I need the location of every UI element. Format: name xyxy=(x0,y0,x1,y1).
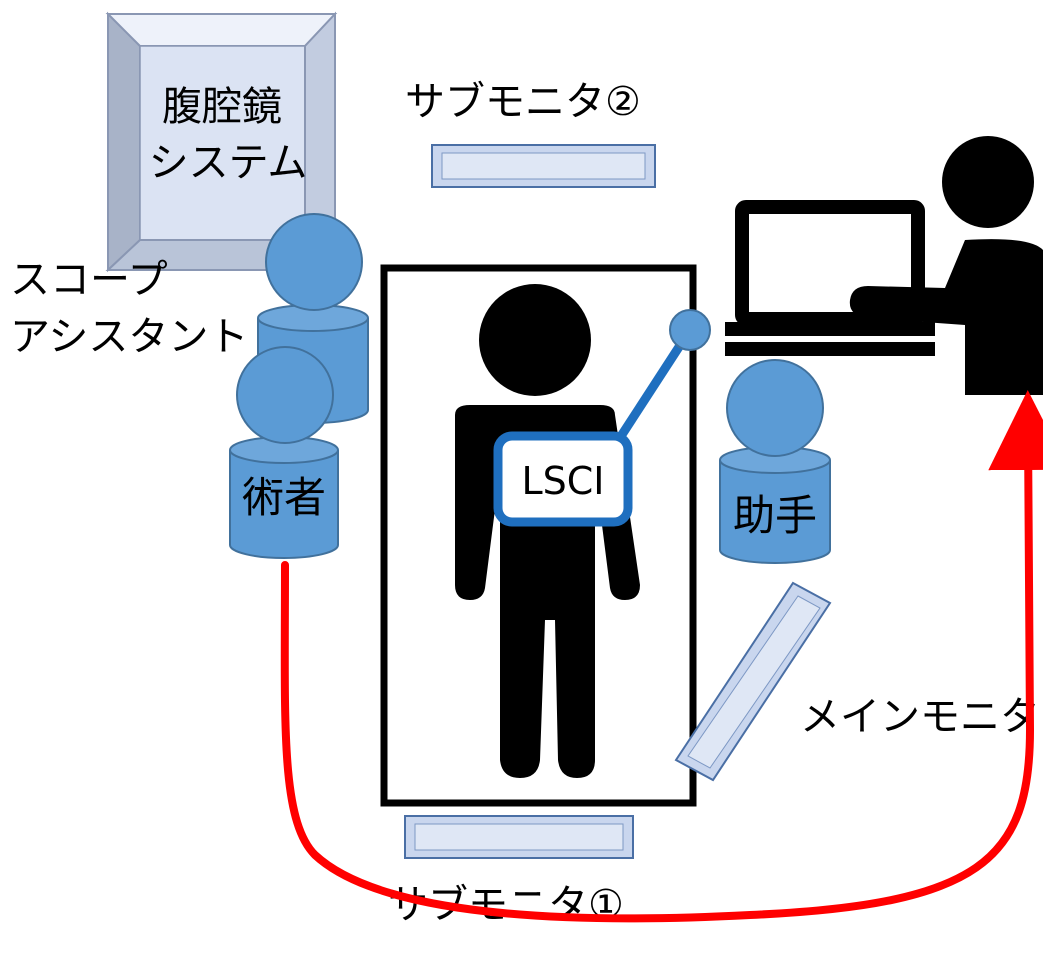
sub-monitor-1 xyxy=(404,815,634,859)
operator-figure xyxy=(849,136,1043,395)
assistant-figure: 助手 xyxy=(719,359,831,564)
data-flow-arrow xyxy=(280,390,1043,923)
scope-assistant-label-line1: スコープ xyxy=(10,257,168,303)
laparoscope-system-label-line1: 腹腔鏡 xyxy=(162,84,282,130)
surgeon-label: 術者 xyxy=(242,473,326,522)
main-monitor-label: メインモニタ xyxy=(800,694,1040,740)
main-monitor xyxy=(674,581,832,782)
lsci-label: LSCI xyxy=(521,459,604,503)
laptop-icon xyxy=(725,200,935,356)
lsci-camera-head xyxy=(669,309,711,351)
assistant-label: 助手 xyxy=(733,491,817,540)
laparoscope-system-cabinet: 腹腔鏡 システム xyxy=(105,11,338,273)
lsci-box: LSCI xyxy=(493,431,633,527)
sub-monitor-2 xyxy=(431,144,656,188)
surgeon-figure: 術者 xyxy=(229,346,339,559)
lsci-cable xyxy=(608,327,694,453)
scope-assistant-label-line2: アシスタント xyxy=(10,314,248,360)
sub-monitor-2-label: サブモニタ② xyxy=(405,79,641,125)
laparoscope-system-label-line2: システム xyxy=(149,140,308,186)
